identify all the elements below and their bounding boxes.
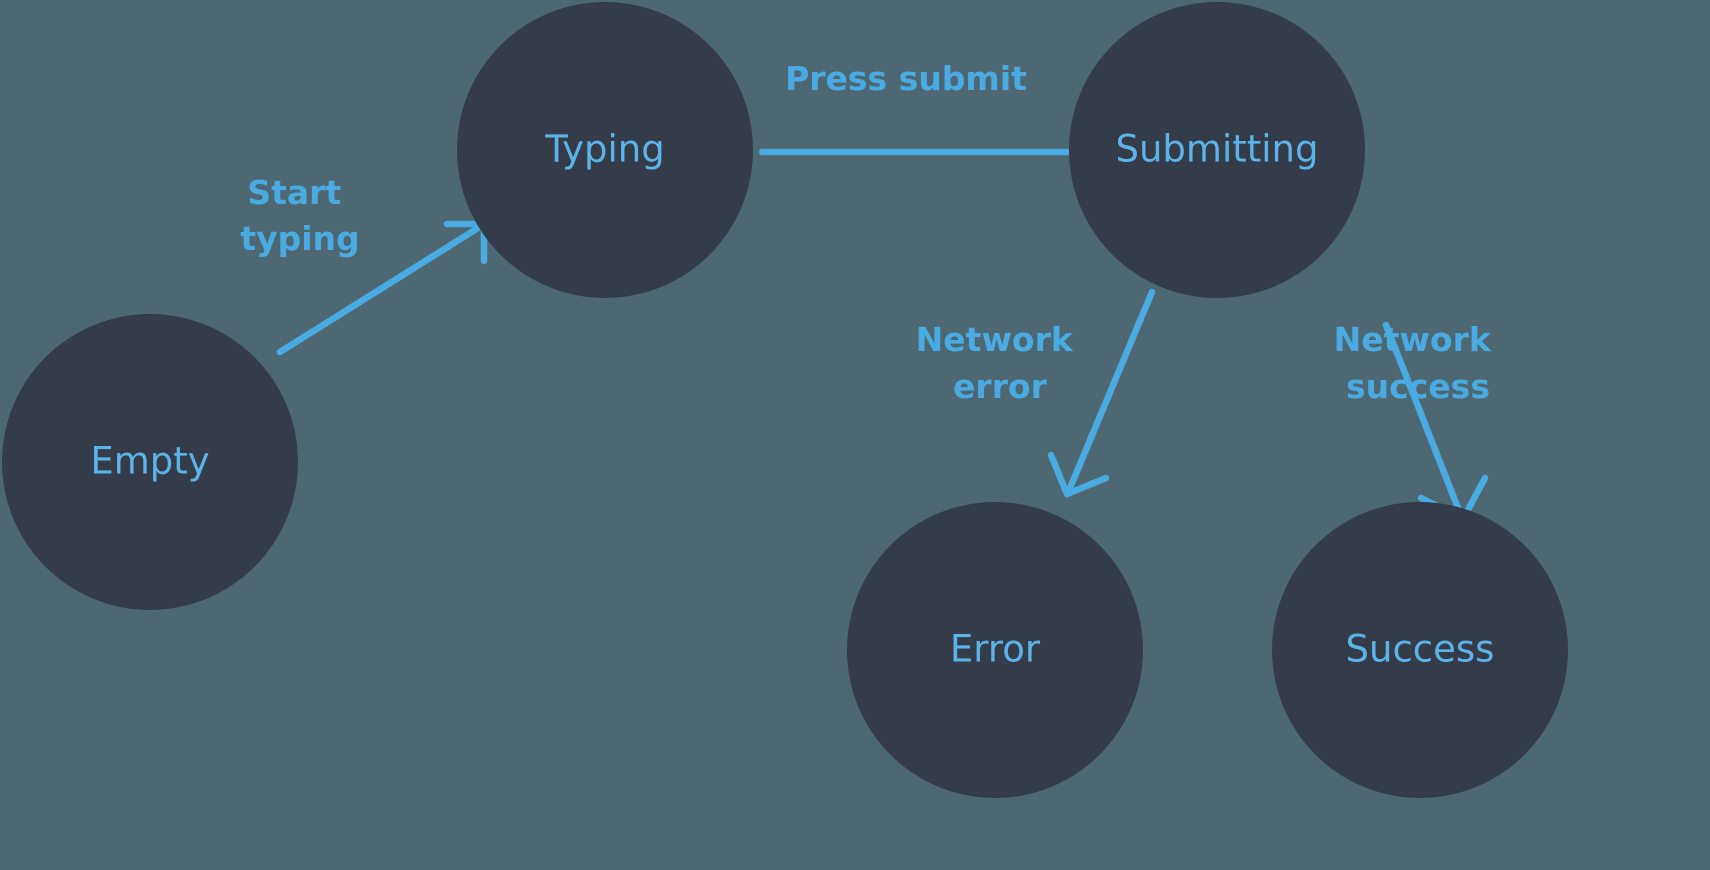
- state-error-label: Error: [950, 628, 1041, 671]
- network-success-label-line-2: success: [1346, 367, 1490, 406]
- start-typing-label-line-2: typing: [240, 219, 359, 258]
- press-submit-label-line-1: Press submit: [785, 59, 1027, 98]
- network-error-label-line-1: Network: [916, 320, 1074, 359]
- network-success-label-line-1: Network: [1334, 320, 1492, 359]
- state-submitting-label: Submitting: [1116, 128, 1319, 171]
- state-typing-circle: [457, 2, 753, 298]
- start-typing-label-line-1: Start: [247, 173, 341, 212]
- state-success-circle: [1272, 502, 1568, 798]
- transition-network-error[interactable]: Network error: [916, 288, 1156, 498]
- network-error-label-line-2: error: [953, 367, 1048, 406]
- state-empty-circle: [2, 314, 298, 610]
- state-node-submitting[interactable]: Submitting: [1069, 2, 1365, 298]
- state-node-empty[interactable]: Empty: [2, 314, 298, 610]
- press-submit-label: Press submit: [785, 59, 1027, 98]
- start-typing-line: [276, 224, 482, 356]
- start-typing-label: Start typing: [240, 173, 359, 258]
- transition-start-typing[interactable]: Start typing: [240, 173, 488, 356]
- network-success-label: Network success: [1334, 320, 1503, 406]
- network-success-line: [1382, 321, 1464, 517]
- state-node-error[interactable]: Error: [847, 502, 1143, 798]
- network-error-arrowhead-icon: [1047, 451, 1110, 498]
- transition-network-success[interactable]: Network success: [1334, 320, 1503, 523]
- network-error-line: [1066, 288, 1156, 492]
- state-success-label: Success: [1346, 628, 1495, 671]
- state-node-typing[interactable]: Typing: [457, 2, 753, 298]
- state-error-circle: [847, 502, 1143, 798]
- transitions-layer: Start typing Press submit Network error: [240, 59, 1503, 523]
- states-layer: Empty Typing Submitting Error Success: [2, 2, 1568, 798]
- state-node-success[interactable]: Success: [1272, 502, 1568, 798]
- state-submitting-circle: [1069, 2, 1365, 298]
- network-error-label: Network error: [916, 320, 1085, 406]
- state-typing-label: Typing: [544, 128, 664, 171]
- state-empty-label: Empty: [90, 440, 209, 483]
